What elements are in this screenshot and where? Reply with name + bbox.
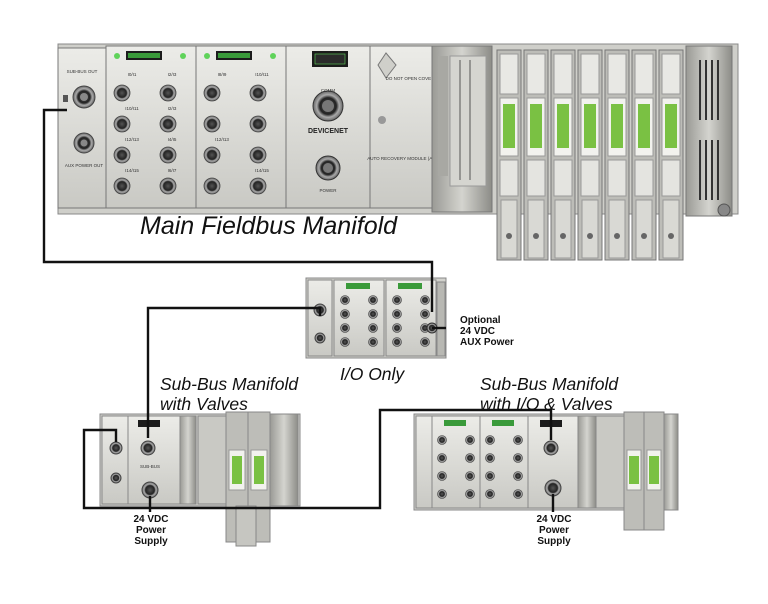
devicenet-text: DEVICENET (308, 128, 349, 135)
io-label: I6/I7 (168, 168, 177, 173)
subbus-valves-line1: Sub-Bus Manifold (160, 374, 299, 394)
psu-left-line3: Supply (134, 536, 168, 547)
valve-bank (496, 49, 684, 261)
valve-transition-plate (431, 45, 493, 213)
io-label: I12/I13 (125, 137, 139, 142)
psu-right-line3: Supply (537, 536, 571, 547)
subbus-valves-line2: with Valves (160, 394, 248, 414)
main-io-module-1: I0/I1 I2/I3 I10/I11 I2/I3 I12/I13 I4/I5 … (105, 45, 197, 209)
subbus-io-valves-line1: Sub-Bus Manifold (480, 374, 619, 394)
subbus-text: SUB-BUS (140, 464, 160, 469)
subbus-out-text: SUB-BUS OUT (67, 69, 98, 74)
io-label: I2/I3 (168, 106, 177, 111)
main-end-plate-right (685, 45, 733, 217)
aux-power-out-text: AUX POWER OUT (65, 163, 104, 168)
comm-text: COMM (321, 88, 335, 93)
optional-aux-line3: AUX Power (460, 337, 514, 348)
cable-io-to-left (146, 306, 322, 438)
main-manifold-title: Main Fieldbus Manifold (140, 212, 398, 240)
io-label: I10/I11 (125, 106, 139, 111)
io-label: I12/I13 (215, 137, 229, 142)
main-manifold: SUB-BUS OUT AUX POWER OUT I0/I1 I2/ (57, 43, 739, 261)
optional-aux-line1: Optional (460, 315, 501, 326)
cable-main-to-io (42, 108, 434, 312)
io-label: I8/I9 (218, 72, 227, 77)
subbus-valves-label: Sub-Bus Manifold with Valves (160, 374, 298, 414)
psu-right-line2: Power (538, 525, 569, 536)
io-label: I14/I15 (125, 168, 139, 173)
io-label: I0/I1 (128, 72, 137, 77)
devicenet-module: DEVICENET COMM POWER (285, 45, 371, 209)
cable-left-to-right (82, 408, 553, 510)
psu-left-line1: 24 VDC (133, 514, 169, 525)
optional-aux-label: Optional 24 VDC AUX Power (460, 315, 514, 348)
optional-aux-line2: 24 VDC (460, 326, 496, 337)
psu-left-label: 24 VDC Power Supply (128, 514, 174, 547)
psu-right-label: 24 VDC Power Supply (531, 514, 577, 547)
io-label: I10/I11 (255, 72, 269, 77)
io-only-manifold (305, 277, 447, 359)
subbus-io-valves-manifold (413, 411, 679, 531)
subbus-io-valves-line2: with I/O & Valves (480, 394, 613, 414)
io-label: I14/I15 (255, 168, 269, 173)
do-not-open-text: DO NOT OPEN COVER (386, 76, 435, 81)
main-end-plate-left: SUB-BUS OUT AUX POWER OUT (57, 47, 107, 209)
psu-left-line2: Power (135, 525, 166, 536)
power-text: POWER (319, 188, 337, 193)
io-only-label: I/O Only (340, 364, 405, 384)
arm-text: AUTO RECOVERY MODULE (ARM) (367, 156, 441, 161)
io-label: I2/I3 (168, 72, 177, 77)
cables (42, 108, 555, 512)
main-io-module-2: I8/I9 I10/I11 I12/I13 I14/I15 (195, 45, 287, 209)
psu-right-line1: 24 VDC (536, 514, 572, 525)
arm-module: DO NOT OPEN COVER AUTO RECOVERY MODULE (… (367, 45, 441, 209)
subbus-io-valves-label: Sub-Bus Manifold with I/O & Valves (480, 374, 618, 414)
io-label: I4/I5 (168, 137, 177, 142)
subbus-valves-manifold: SUB-BUS (99, 411, 301, 547)
